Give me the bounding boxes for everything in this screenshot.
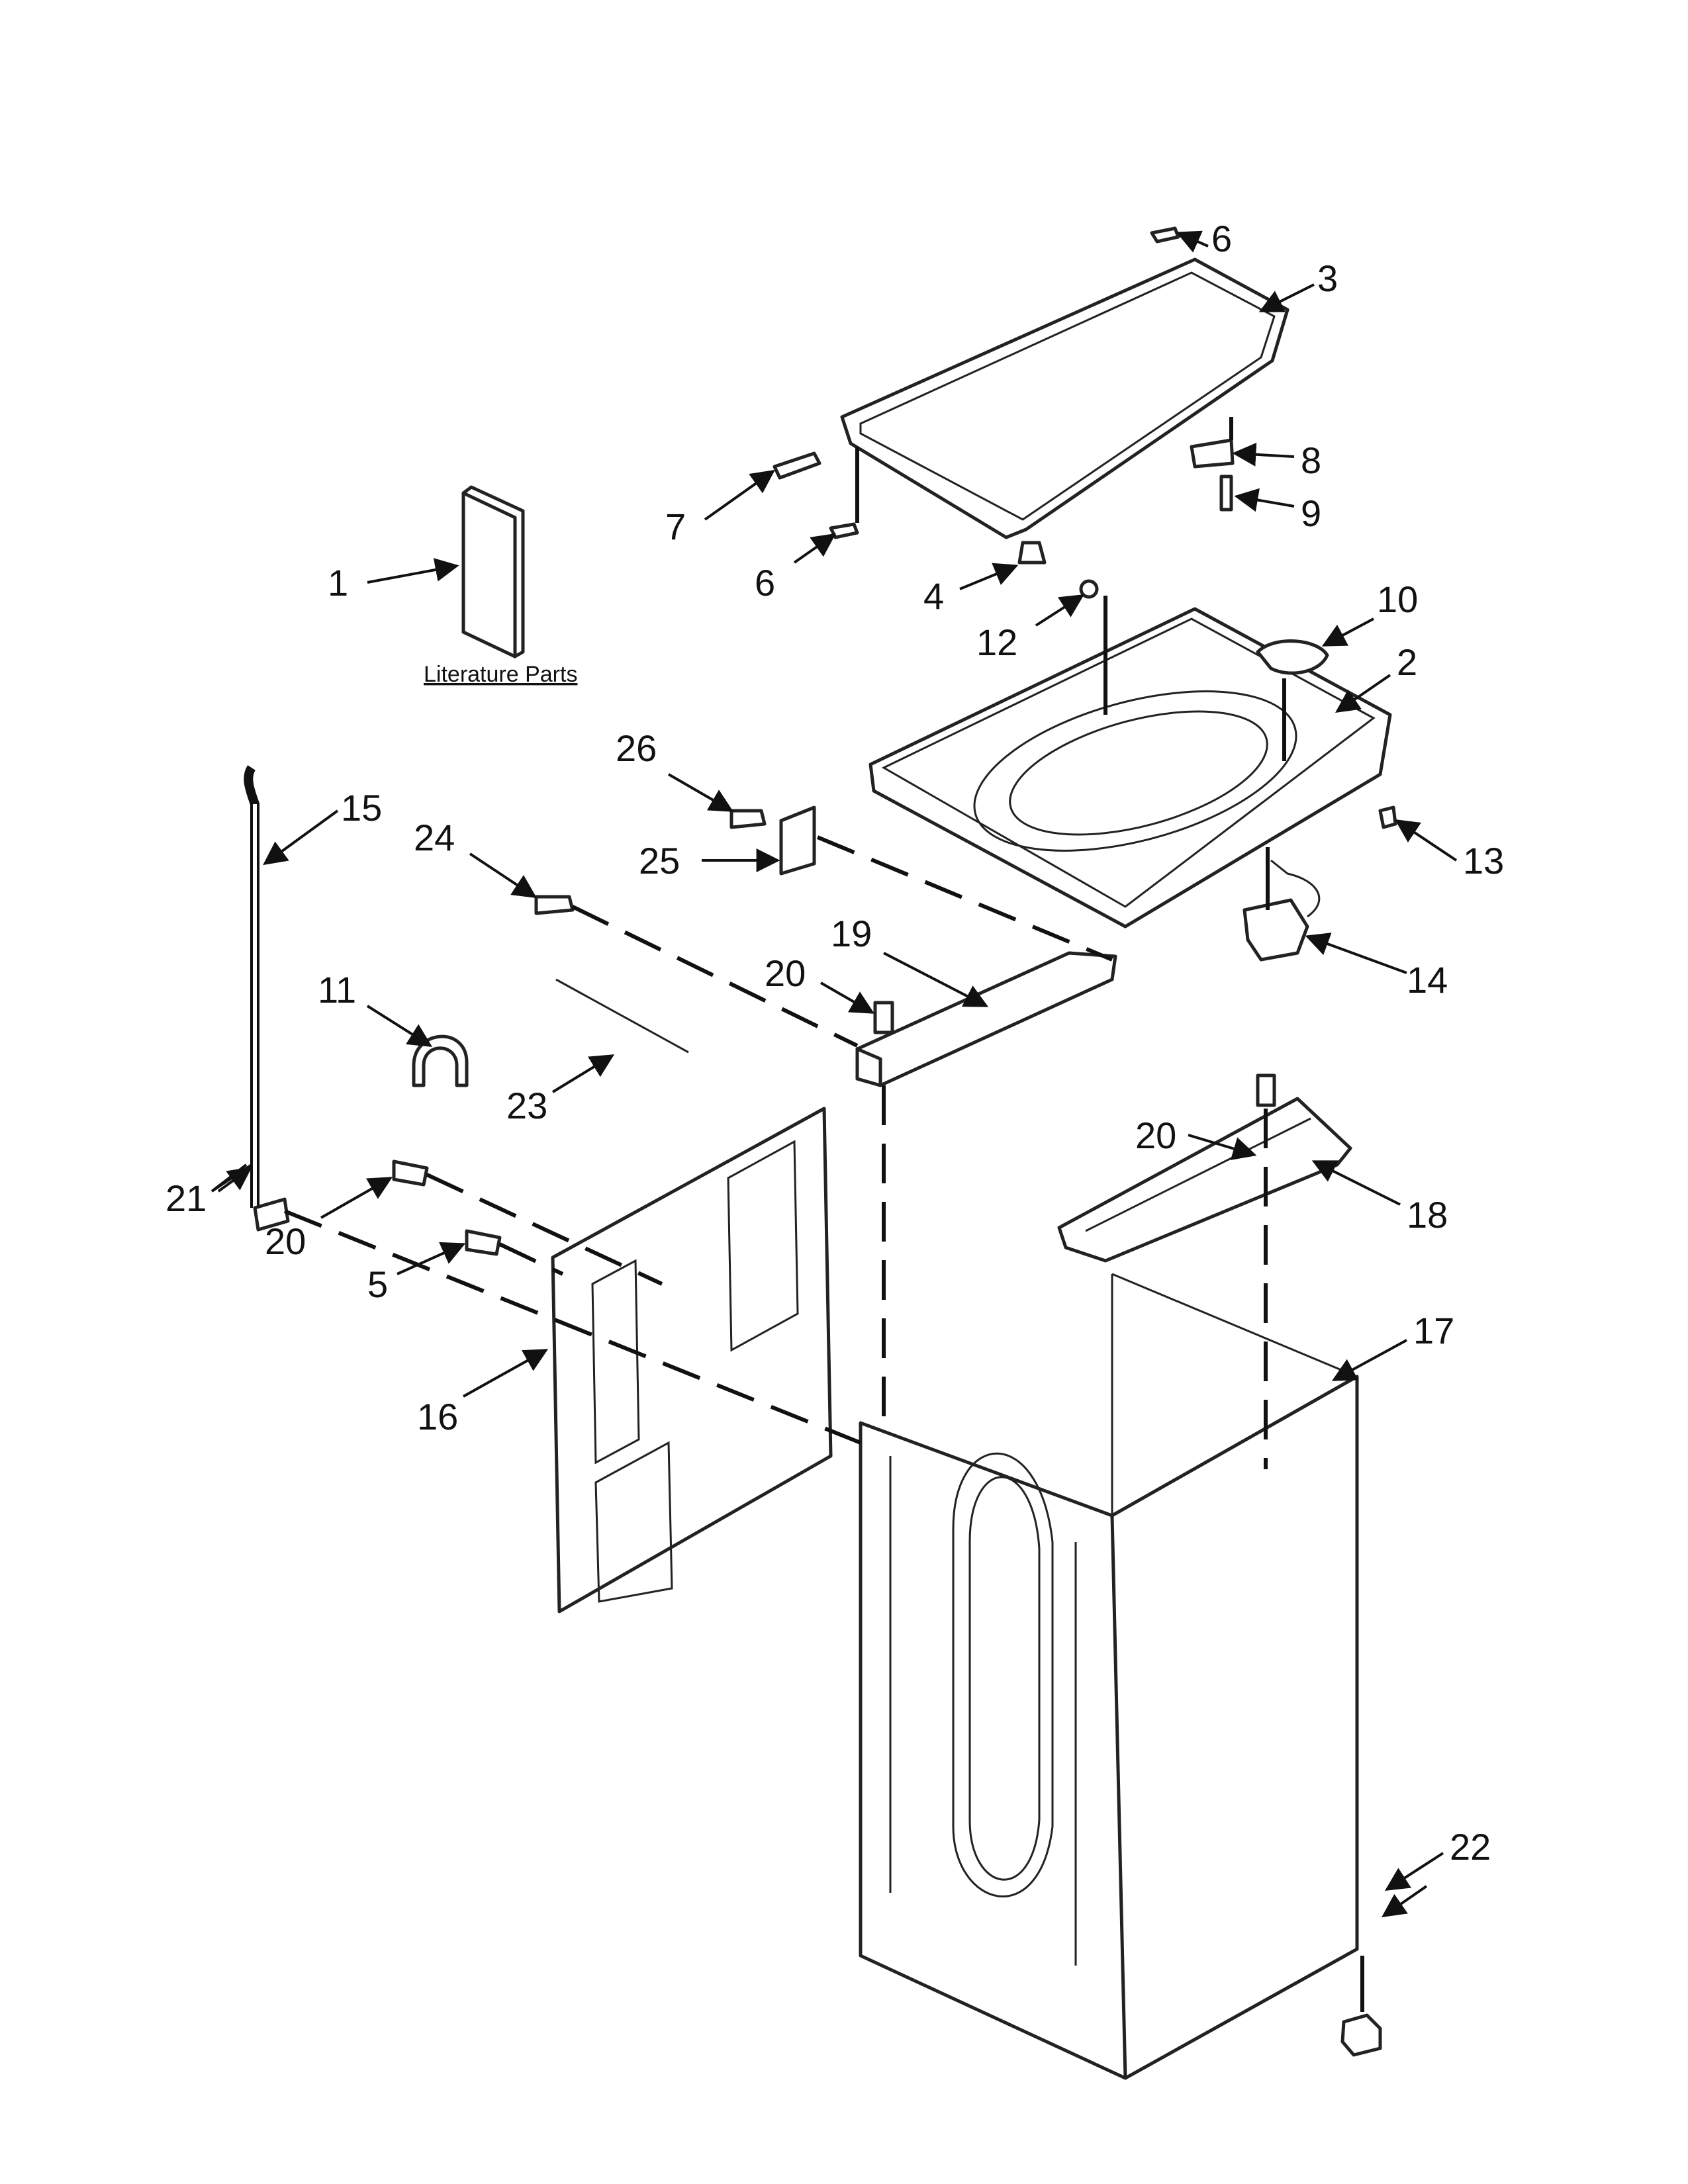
lid-switch <box>1243 859 1321 962</box>
callout-25: 25 <box>639 840 680 882</box>
literature-book <box>461 485 525 659</box>
callout-20-side: 20 <box>265 1220 306 1262</box>
callout-18: 18 <box>1407 1194 1448 1236</box>
hose-u-bend <box>412 1034 469 1087</box>
nut-12 <box>1079 579 1099 599</box>
bracket-8 <box>1190 438 1235 469</box>
screw-24 <box>534 895 575 915</box>
screw-5 <box>465 1229 502 1256</box>
callout-9: 9 <box>1301 492 1321 534</box>
literature-parts-label: Literature Parts <box>424 662 577 687</box>
callout-12: 12 <box>976 621 1017 663</box>
bracket-25 <box>779 805 816 876</box>
callout-23: 23 <box>506 1085 547 1126</box>
callout-1: 1 <box>328 562 348 604</box>
callout-26: 26 <box>616 727 657 769</box>
callout-labels: 6 3 8 9 7 1 6 4 12 10 2 26 15 24 25 13 1… <box>165 218 1504 1868</box>
callout-7: 7 <box>665 506 686 547</box>
screw-9 <box>1219 475 1233 512</box>
cabinet <box>859 1273 1359 2080</box>
side-panel <box>551 1107 833 1614</box>
callout-5: 5 <box>367 1263 388 1305</box>
assembly-lines <box>283 417 1364 2012</box>
callout-20-front: 20 <box>765 952 806 994</box>
screw-20-rear <box>1256 1073 1276 1107</box>
top-panel <box>868 607 1392 929</box>
hinge-clip-6-top <box>1150 226 1180 244</box>
screw-7 <box>773 451 821 480</box>
hinge-clip-6-bottom <box>829 522 859 539</box>
callout-leaders <box>211 230 1458 1918</box>
rear-brace <box>1057 1097 1352 1263</box>
callout-11: 11 <box>318 969 356 1011</box>
front-brace <box>855 951 1117 1087</box>
clip-13 <box>1378 805 1397 829</box>
tie-strap-23 <box>555 978 689 1054</box>
callout-22: 22 <box>1450 1826 1491 1868</box>
callout-6-top: 6 <box>1211 218 1232 259</box>
callout-10: 10 <box>1377 578 1418 620</box>
callout-6-bottom: 6 <box>755 562 775 604</box>
leveling-foot <box>1340 2013 1382 2057</box>
screw-26 <box>729 809 767 829</box>
callout-19: 19 <box>831 913 872 954</box>
callout-13: 13 <box>1463 840 1504 882</box>
lid <box>840 257 1289 539</box>
callout-20-rear: 20 <box>1135 1115 1176 1156</box>
screw-20-front <box>873 1001 894 1034</box>
clamp-21 <box>253 1197 290 1232</box>
callout-3: 3 <box>1317 257 1338 299</box>
callout-4: 4 <box>923 575 944 617</box>
bumper-4 <box>1017 541 1047 565</box>
drain-hose <box>244 765 259 1208</box>
callout-14: 14 <box>1407 959 1448 1001</box>
callout-24: 24 <box>414 817 455 858</box>
callout-15: 15 <box>341 787 382 829</box>
screw-20-side <box>392 1160 429 1187</box>
callout-8: 8 <box>1301 439 1321 481</box>
callout-16: 16 <box>417 1396 458 1437</box>
callout-21: 21 <box>165 1177 207 1219</box>
bleach-dispenser <box>1256 639 1329 675</box>
callout-17: 17 <box>1413 1310 1454 1351</box>
callout-2: 2 <box>1397 641 1417 683</box>
